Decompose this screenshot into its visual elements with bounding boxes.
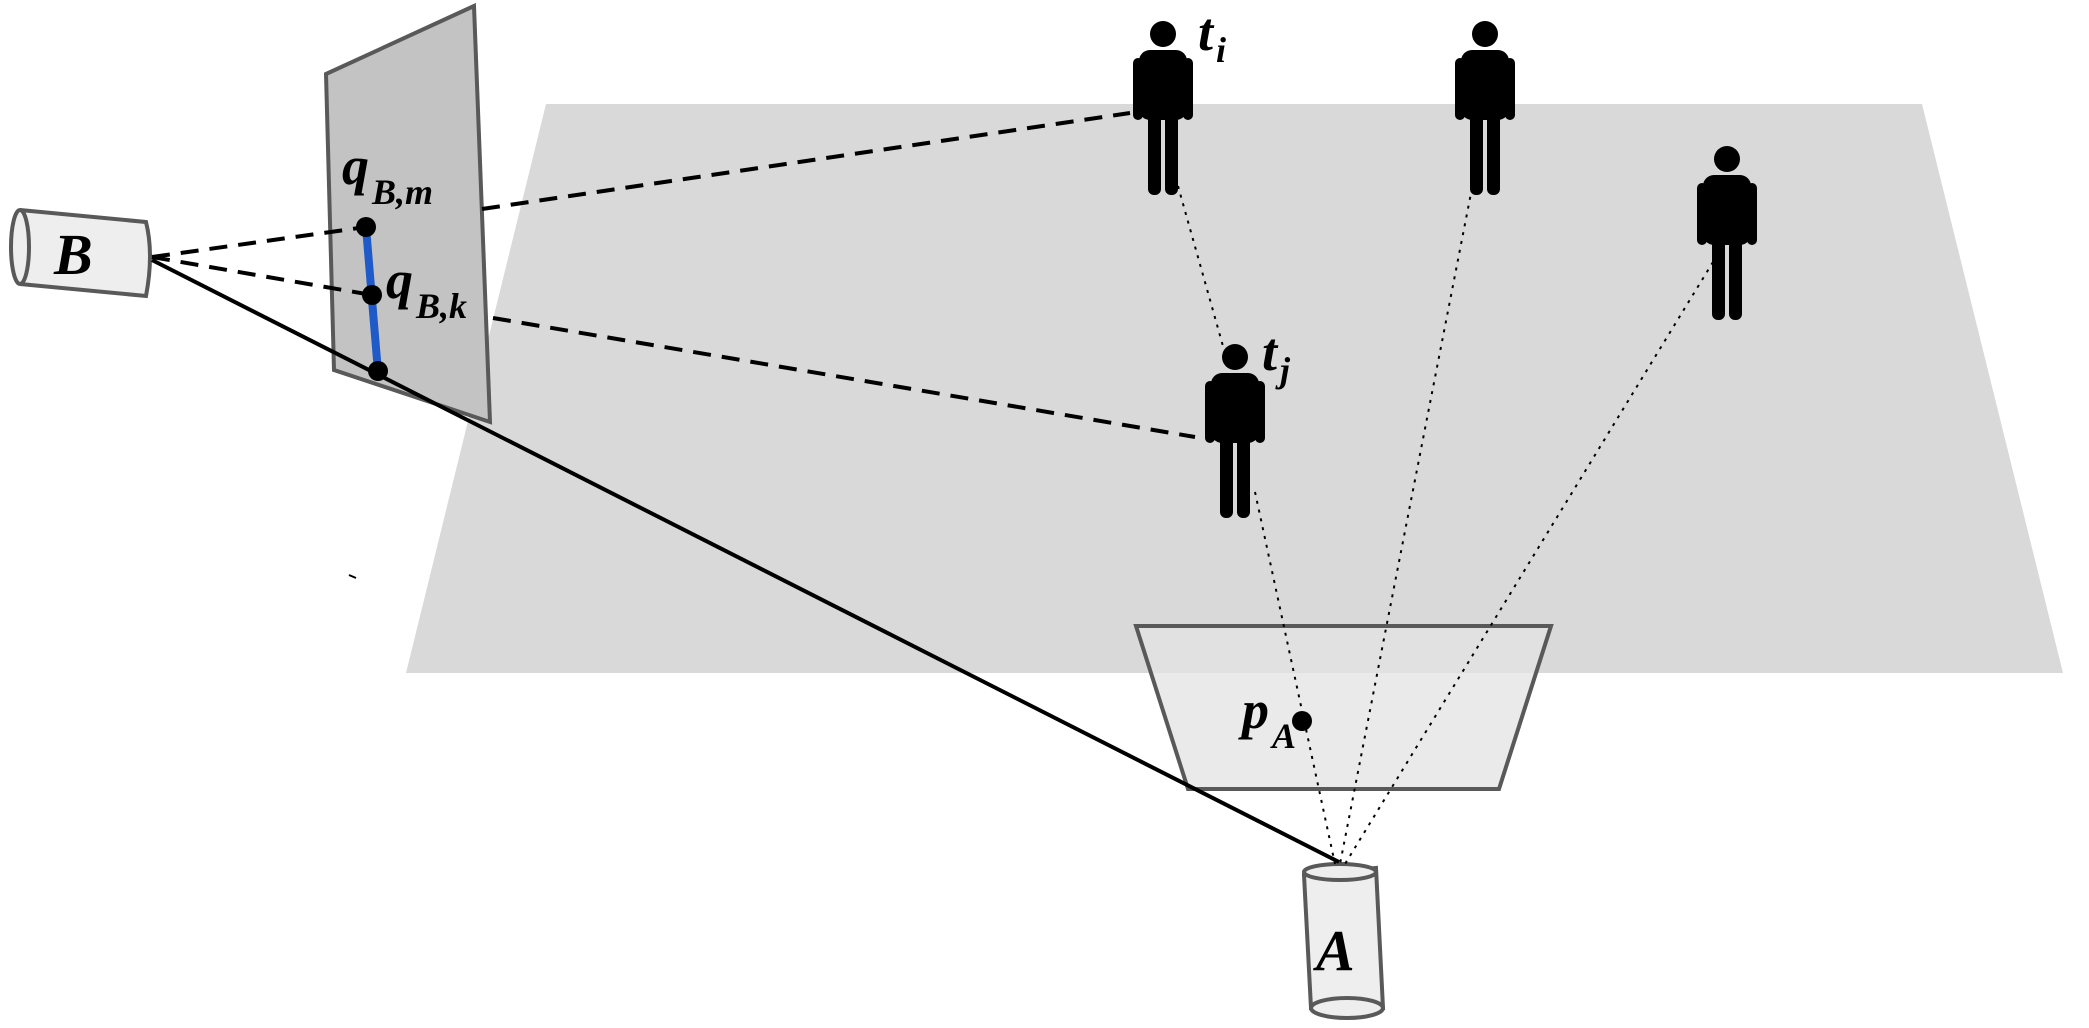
q-b-m-label: q — [342, 136, 369, 196]
camera-b — [9, 208, 152, 299]
camera-a-label: A — [1313, 918, 1355, 983]
camera-b-rays — [151, 111, 1196, 439]
p-a-subscript: A — [1270, 716, 1296, 756]
point-epipole — [368, 361, 388, 381]
point-q-b-m — [356, 217, 376, 237]
point-p-a — [1292, 711, 1312, 731]
q-b-k-label: q — [386, 250, 413, 310]
t-j-label: t — [1262, 322, 1279, 382]
image-plane-a — [1133, 624, 1554, 791]
p-a-label: p — [1238, 680, 1269, 740]
camera-a-rays — [1177, 185, 1714, 865]
baseline-line — [151, 258, 1340, 864]
q-b-m-subscript: B,m — [371, 172, 433, 212]
image-plane-b — [323, 2, 493, 425]
camera-a — [1301, 862, 1386, 1020]
t-i-label: t — [1198, 2, 1215, 62]
q-b-k-subscript: B,k — [415, 286, 467, 326]
point-q-b-k — [362, 285, 382, 305]
stray-mark — [348, 574, 357, 579]
camera-b-label: B — [53, 222, 93, 287]
t-i-subscript: i — [1216, 30, 1226, 70]
